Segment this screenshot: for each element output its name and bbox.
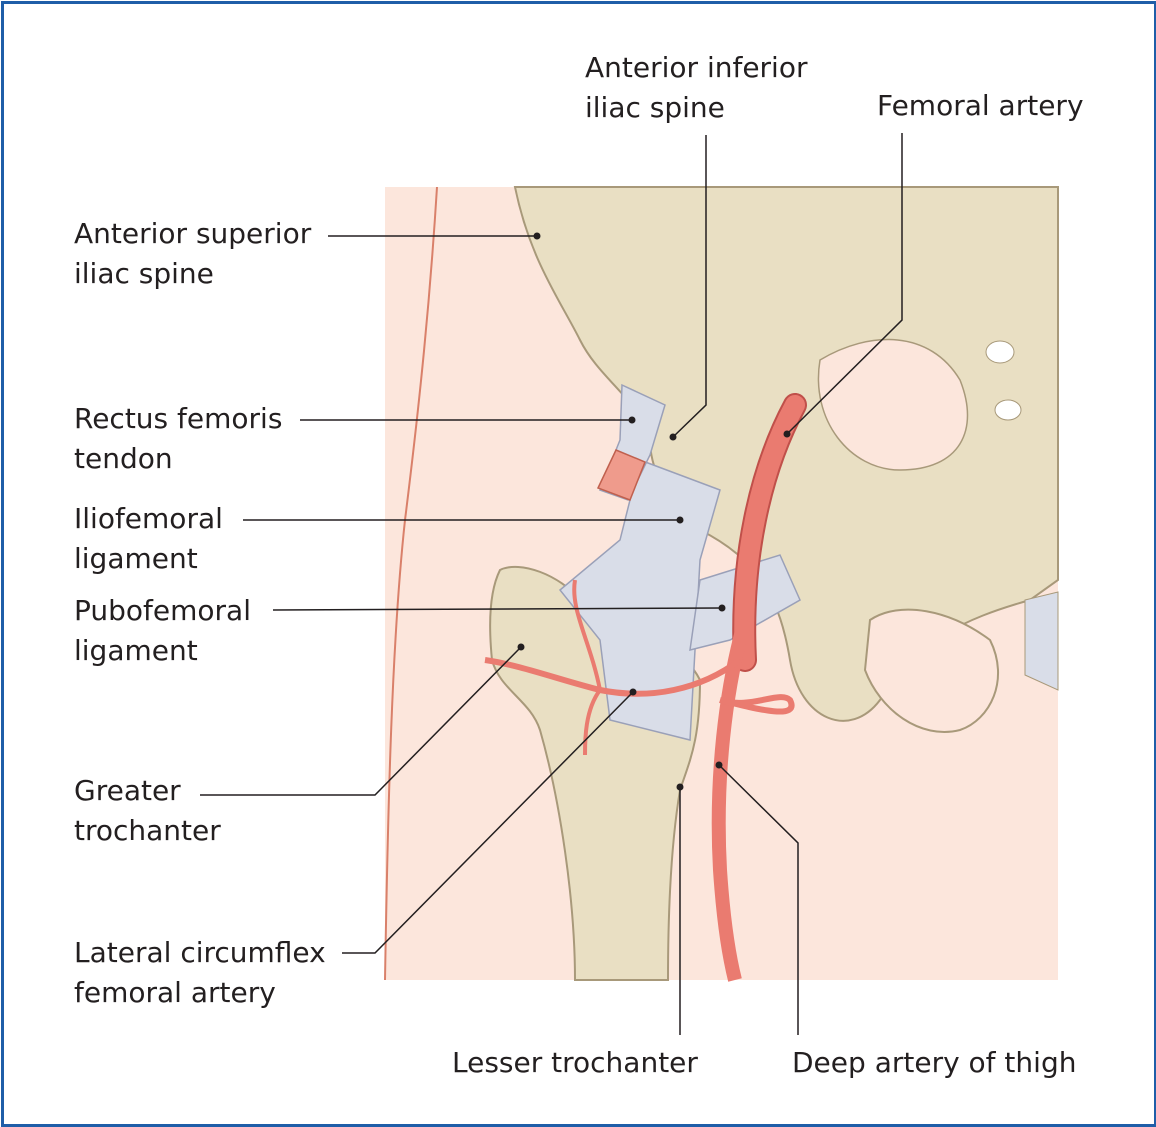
- ascending-branch: [572, 579, 602, 691]
- obturator-foramen: [863, 608, 999, 733]
- label-line: Greater: [74, 774, 181, 807]
- lateral-circumflex-femoral-artery: [484, 657, 742, 697]
- label-line: Rectus femoris: [74, 402, 283, 435]
- label-line: Iliofemoral: [74, 502, 223, 535]
- label-iliofemoral-ligament: Iliofemoral ligament: [74, 499, 223, 579]
- label-lateral-circumflex-femoral-artery: Lateral circumflex femoral artery: [74, 933, 326, 1013]
- label-pubofemoral-ligament: Pubofemoral ligament: [74, 591, 251, 671]
- label-lesser-trochanter: Lesser trochanter: [452, 1046, 698, 1079]
- leader-dots: [517, 232, 791, 791]
- label-line: Pubofemoral: [74, 594, 251, 627]
- pubic-symphysis: [1024, 591, 1059, 691]
- thigh-outline: [384, 186, 438, 981]
- label-anterior-superior-iliac-spine: Anterior superior iliac spine: [74, 214, 311, 294]
- label-line: Anterior inferior: [585, 51, 808, 84]
- label-line: iliac spine: [74, 257, 214, 290]
- pelvic-inlet: [817, 338, 969, 471]
- iliofemoral-ligament: [558, 459, 721, 741]
- rectus-femoris-stump: [596, 449, 646, 501]
- label-greater-trochanter: Greater trochanter: [74, 771, 221, 851]
- label-line: femoral artery: [74, 976, 276, 1009]
- label-line: Lateral circumflex: [74, 936, 326, 969]
- sacral-foramen: [985, 340, 1015, 364]
- label-line: iliac spine: [585, 91, 725, 124]
- label-line: trochanter: [74, 814, 221, 847]
- descending-branch: [583, 688, 602, 756]
- medial-circumflex-branch: [719, 694, 795, 715]
- label-anterior-inferior-iliac-spine: Anterior inferior iliac spine: [585, 48, 807, 128]
- label-femoral-artery: Femoral artery: [877, 89, 1084, 122]
- sacral-foramen: [994, 399, 1022, 421]
- label-deep-artery-of-thigh: Deep artery of thigh: [792, 1046, 1077, 1079]
- label-line: tendon: [74, 442, 173, 475]
- label-line: ligament: [74, 634, 198, 667]
- label-line: Anterior superior: [74, 217, 312, 250]
- label-rectus-femoris-tendon: Rectus femoris tendon: [74, 399, 282, 479]
- label-line: ligament: [74, 542, 198, 575]
- deep-artery-of-thigh: [711, 618, 752, 982]
- leader-lines: [200, 133, 903, 1035]
